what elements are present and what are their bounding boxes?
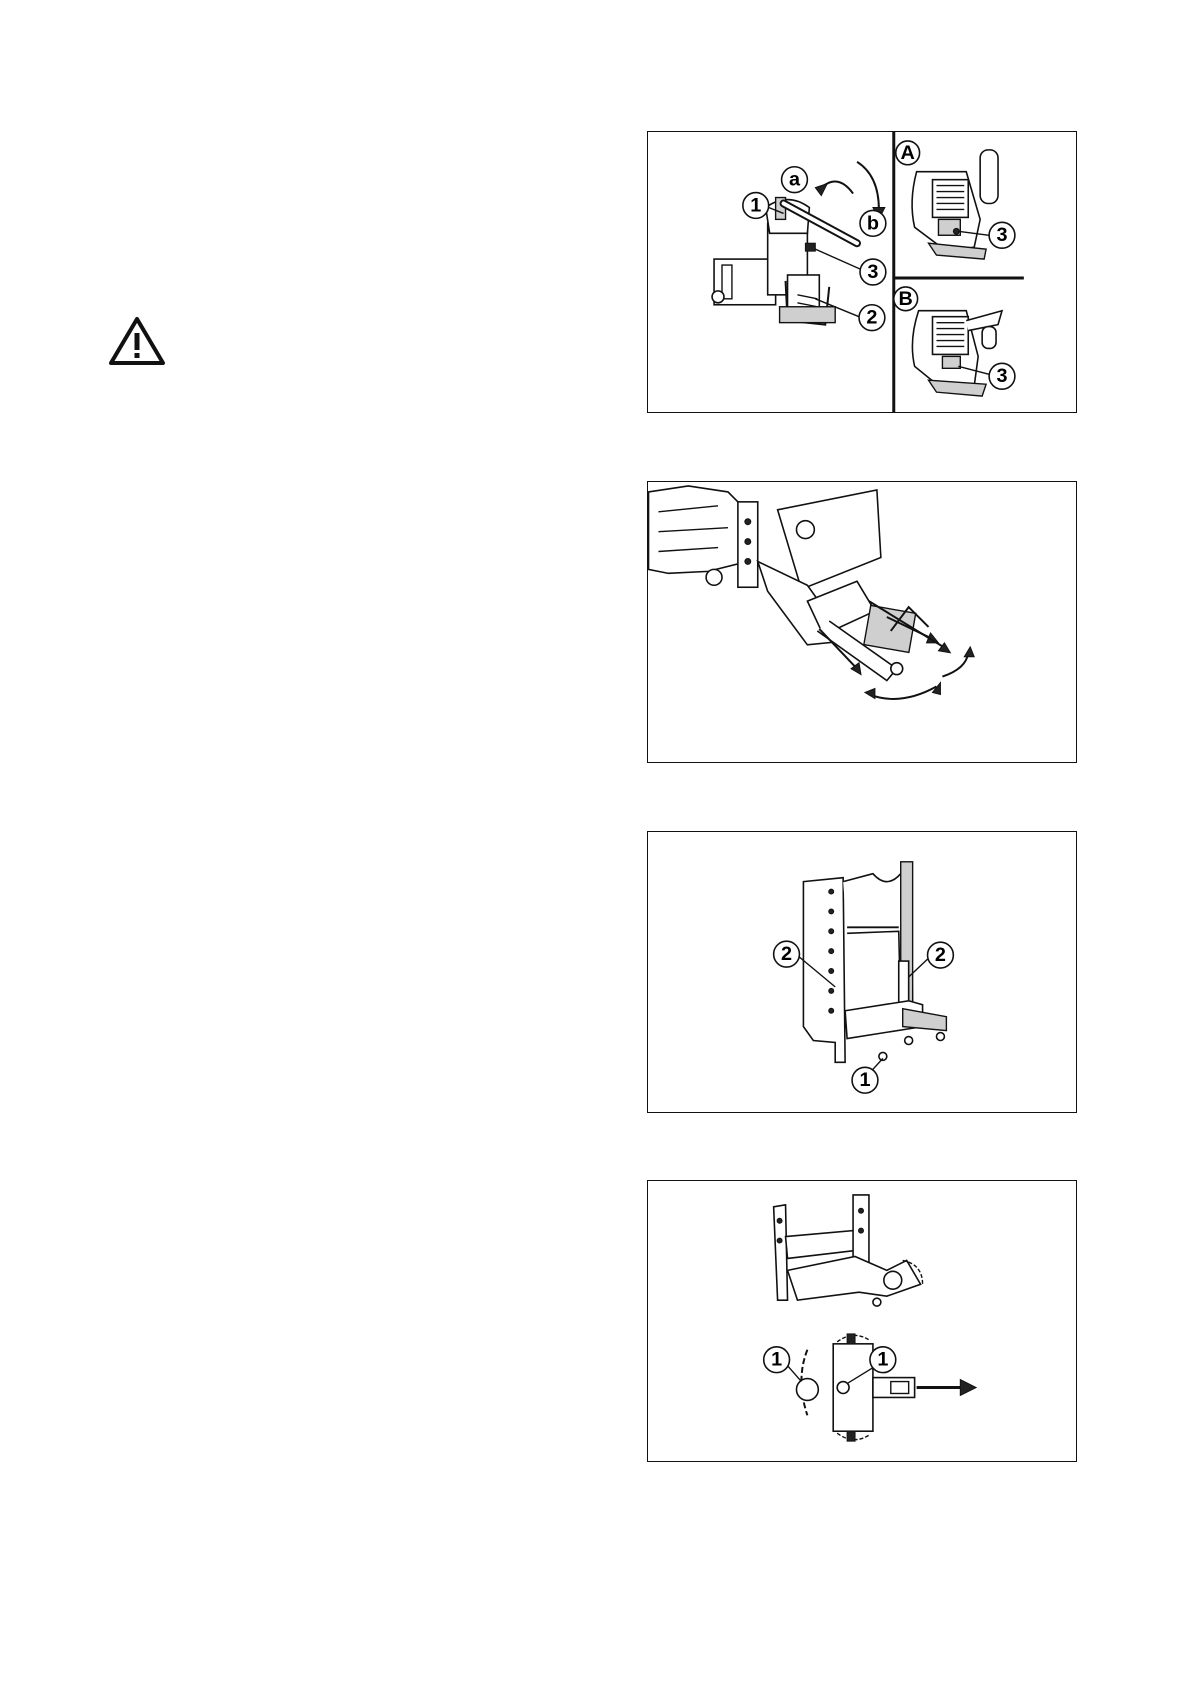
svg-text:1: 1: [859, 1069, 870, 1091]
panel-b-illustration: [912, 311, 1002, 396]
svg-text:A: A: [901, 142, 915, 164]
svg-text:1: 1: [877, 1349, 888, 1371]
hitch-assembly-illustration: [774, 1195, 923, 1306]
svg-text:b: b: [867, 212, 879, 234]
hitch-hook-illustration: [712, 198, 857, 325]
warning-triangle-icon: [108, 316, 166, 366]
figure-hitch-bracket: 2 2 1: [647, 831, 1077, 1113]
tractor-rear-illustration: [649, 486, 929, 681]
figure-hitch-hook: a b 1 3 2 A 3: [647, 131, 1077, 413]
svg-text:2: 2: [866, 307, 877, 329]
panel-a-illustration: [912, 150, 998, 259]
svg-text:3: 3: [996, 224, 1007, 246]
svg-text:1: 1: [750, 194, 761, 216]
svg-text:2: 2: [781, 943, 792, 965]
svg-text:2: 2: [935, 944, 946, 966]
svg-text:3: 3: [996, 365, 1007, 387]
svg-text:a: a: [789, 169, 801, 191]
figure-hitch-removal: 1 1: [647, 1180, 1077, 1462]
svg-text:3: 3: [867, 261, 878, 283]
figure-drawbar-swing: [647, 481, 1077, 763]
svg-text:1: 1: [771, 1349, 782, 1371]
svg-text:B: B: [899, 288, 913, 310]
